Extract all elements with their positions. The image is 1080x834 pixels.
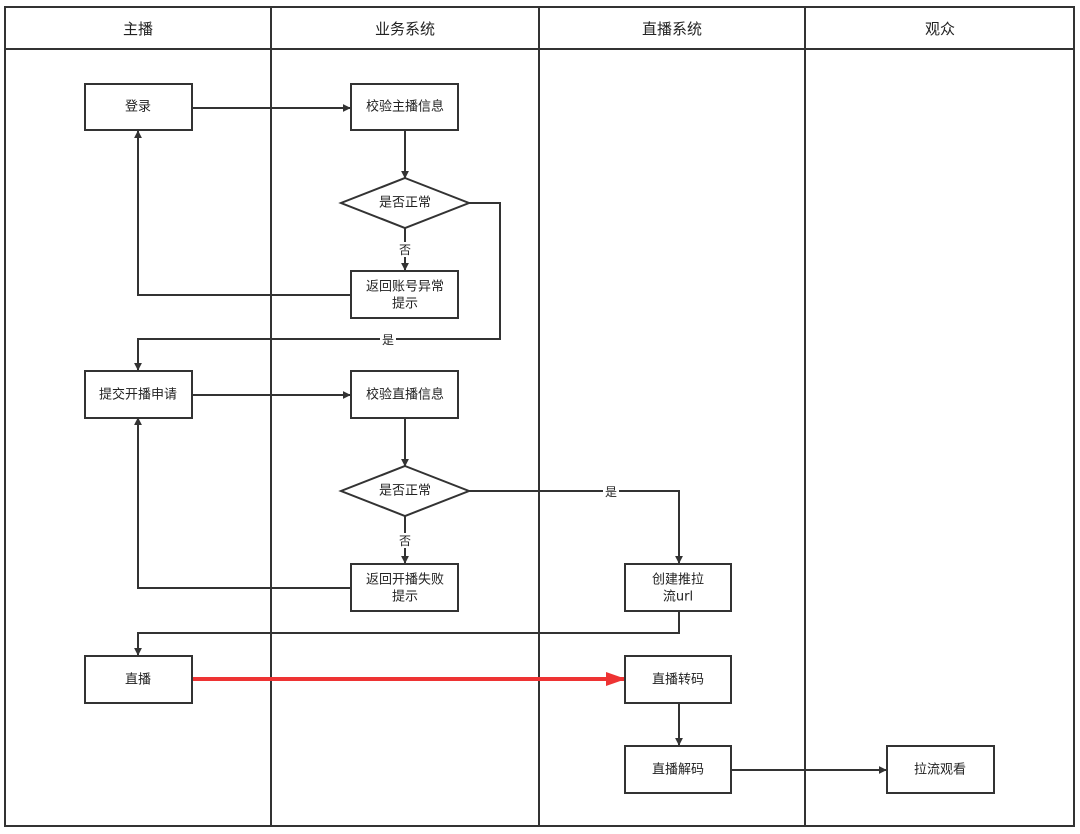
node-login [84, 83, 193, 131]
node-verify-live-label: 校验直播信息 [366, 387, 444, 403]
node-login-label: 登录 [125, 100, 151, 115]
node-error-account-label-line2: 提示 [392, 296, 418, 312]
edge-label-no-1: 否 [399, 243, 411, 257]
lane-header-live-system: 直播系统 [642, 20, 702, 38]
edge-error-to-submit [134, 417, 350, 589]
label-bg [603, 484, 619, 499]
lane-header-anchor: 主播 [123, 20, 153, 38]
edge-error-to-login [134, 130, 350, 296]
swimlane-frame [4, 6, 1075, 827]
node-submit-apply [84, 370, 193, 419]
node-verify-live [350, 370, 459, 419]
label-bg [380, 332, 396, 347]
edge-labels: 否 是 是 否 [380, 242, 619, 548]
node-transcode [624, 655, 732, 704]
node-check-1 [338, 176, 472, 230]
node-decode [624, 745, 732, 794]
node-create-url-label-line1: 创建推拉 [652, 573, 704, 588]
lane-header-audience: 观众 [925, 20, 955, 38]
node-check-1-label: 是否正常 [379, 196, 431, 211]
node-pull-watch-label: 拉流观看 [914, 762, 966, 778]
node-decode-label: 直播解码 [652, 763, 704, 778]
edge-url-to-live [134, 611, 680, 656]
label-bg [397, 242, 413, 257]
node-live-label: 直播 [125, 673, 151, 688]
nodes [84, 83, 995, 794]
edge-label-yes-1: 是 [382, 333, 394, 347]
edge-check1-yes [134, 202, 501, 371]
node-error-account [350, 270, 459, 319]
edge-check2-yes [469, 490, 683, 564]
lane-header-business: 业务系统 [375, 20, 435, 38]
node-submit-apply-label: 提交开播申请 [99, 387, 177, 403]
edge-label-no-2: 否 [399, 534, 411, 548]
connectors [134, 104, 887, 774]
node-verify-anchor-label: 校验主播信息 [366, 99, 444, 115]
node-verify-anchor [350, 83, 459, 131]
node-check-2 [338, 464, 472, 518]
lane-headers: 主播 业务系统 直播系统 观众 [123, 20, 955, 38]
node-create-url-label-line2: 流url [663, 590, 693, 605]
node-error-live [350, 563, 459, 612]
node-pull-watch [886, 745, 995, 794]
node-create-url [624, 563, 732, 612]
node-error-account-label-line1: 返回账号异常 [366, 280, 444, 295]
node-error-live-label-line1: 返回开播失败 [366, 573, 444, 588]
node-live [84, 655, 193, 704]
label-bg [397, 533, 413, 548]
node-transcode-label: 直播转码 [652, 673, 704, 688]
node-error-live-label-line2: 提示 [392, 589, 418, 605]
edge-label-yes-2: 是 [605, 485, 617, 499]
node-labels: 登录 校验主播信息 是否正常 返回账号异常 提示 提交开播申请 校验直播信息 是… [99, 99, 966, 778]
node-check-2-label: 是否正常 [379, 484, 431, 499]
